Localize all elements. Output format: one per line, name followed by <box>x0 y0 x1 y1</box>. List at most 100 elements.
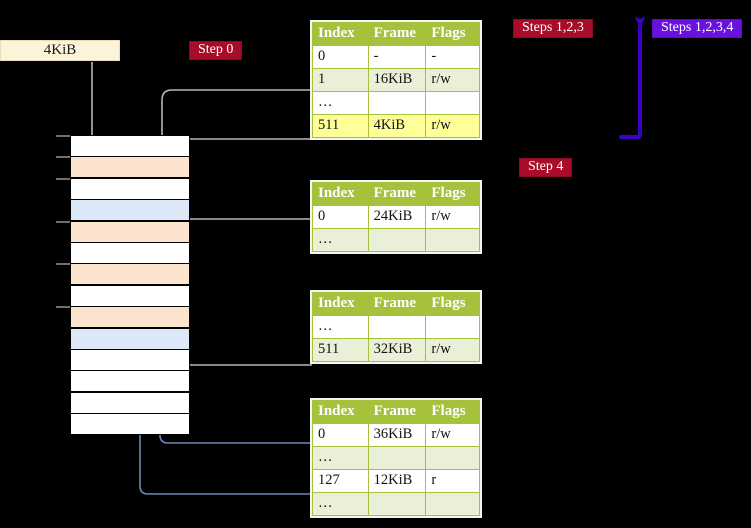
memory-frame-row <box>70 135 190 157</box>
memory-frame-row <box>70 284 190 307</box>
table-cell <box>425 315 480 339</box>
badge-step-4-label: Step 4 <box>528 158 564 174</box>
table-cell <box>367 446 427 470</box>
table-cell: 32KiB <box>367 338 427 362</box>
badge-step-0: Step 0 <box>189 41 243 60</box>
table-cell <box>425 492 480 516</box>
table-cell: - <box>425 45 480 69</box>
wire-t1-to-mem <box>165 137 312 150</box>
column-header-index: Index <box>312 22 369 46</box>
table-cell <box>425 446 480 470</box>
memory-frame-row <box>70 263 190 286</box>
table-row[interactable]: 0-- <box>312 45 480 69</box>
table-cell: 0 <box>312 205 369 229</box>
memory-frame-row <box>70 199 190 222</box>
badge-steps-123: Steps 1,2,3 <box>513 19 593 38</box>
memory-frame-row <box>70 220 190 243</box>
table-cell <box>367 315 427 339</box>
table-cell: r/w <box>425 423 480 447</box>
badge-steps-1234: Steps 1,2,3,4 <box>652 19 743 38</box>
table-cell: … <box>312 91 369 115</box>
memory-frame-row <box>70 177 190 200</box>
table-row[interactable]: … <box>312 492 480 516</box>
table-cell: r/w <box>425 114 480 138</box>
table-cell <box>425 91 480 115</box>
table-cell: 16KiB <box>367 68 427 92</box>
table-cell: … <box>312 446 369 470</box>
memory-row-tick <box>56 306 70 309</box>
memory-frame-row <box>70 242 190 264</box>
table-cell: 36KiB <box>367 423 427 447</box>
table-cell <box>367 492 427 516</box>
wire-t3-to-mem <box>175 312 312 366</box>
table-cell: … <box>312 492 369 516</box>
column-header-index: Index <box>312 292 369 316</box>
table-cell <box>367 91 427 115</box>
column-header-flags: Flags <box>425 22 480 46</box>
badge-step-0-label: Step 0 <box>198 41 234 57</box>
table-cell: 24KiB <box>367 205 427 229</box>
table-cell: - <box>367 45 427 69</box>
table-cell: 511 <box>312 338 369 362</box>
memory-row-tick <box>56 135 70 137</box>
column-header-flags: Flags <box>425 182 480 206</box>
memory-frame-row <box>70 156 190 179</box>
table-row[interactable]: … <box>312 228 480 252</box>
badge-steps-1234-label: Steps 1,2,3,4 <box>661 19 734 35</box>
table-cell: 127 <box>312 469 369 493</box>
table-cell: r/w <box>425 338 480 362</box>
memory-frame-row <box>70 306 190 329</box>
purple-bracket-arrow <box>619 16 646 139</box>
memory-frame-row <box>70 413 190 436</box>
table-row[interactable]: … <box>312 91 480 115</box>
memory-frame-row <box>70 349 190 371</box>
column-header-frame: Frame <box>367 292 427 316</box>
table-cell: … <box>312 315 369 339</box>
memory-row-tick <box>56 177 70 180</box>
table-cell <box>425 228 480 252</box>
column-header-frame: Frame <box>367 400 427 424</box>
table-cell: r/w <box>425 205 480 229</box>
column-header-frame: Frame <box>367 22 427 46</box>
size-label-box: 4KiB <box>0 40 120 61</box>
table-cell: 0 <box>312 423 369 447</box>
table-cell <box>367 228 427 252</box>
table-cell: r/w <box>425 68 480 92</box>
physical-memory-block <box>70 135 190 436</box>
table-cell: 4KiB <box>367 114 427 138</box>
table-cell: r <box>425 469 480 493</box>
memory-row-tick <box>56 263 70 266</box>
table-row[interactable]: … <box>312 315 480 339</box>
column-header-index: Index <box>312 400 369 424</box>
table-cell: … <box>312 228 369 252</box>
table-cell: 511 <box>312 114 369 138</box>
size-label-text: 4KiB <box>43 42 77 58</box>
column-header-index: Index <box>312 182 369 206</box>
memory-frame-row <box>70 391 190 414</box>
column-header-frame: Frame <box>367 182 427 206</box>
column-header-flags: Flags <box>425 400 480 424</box>
column-header-flags: Flags <box>425 292 480 316</box>
memory-row-tick <box>56 220 70 223</box>
table-row[interactable]: … <box>312 446 480 470</box>
badge-steps-123-label: Steps 1,2,3 <box>522 19 584 35</box>
table-cell: 12KiB <box>367 469 427 493</box>
wire-t2-to-mem <box>175 182 312 230</box>
